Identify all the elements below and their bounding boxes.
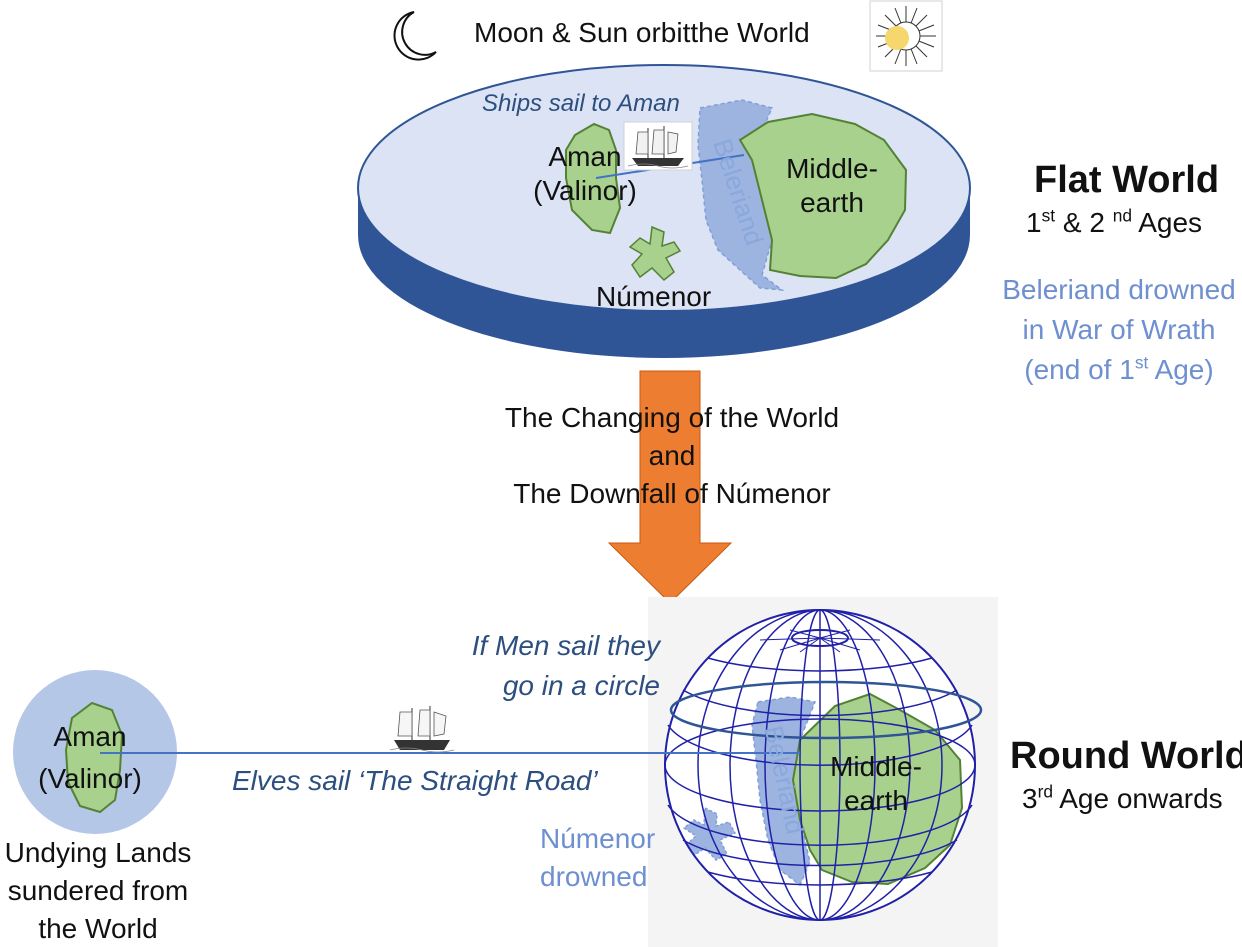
numenor-drowned-line2: drowned [540, 861, 648, 892]
numenor-drowned-line1: Númenor [540, 823, 656, 854]
drowned-note-line3: (end of 1st Age) [994, 350, 1242, 390]
drowned-note-line3-post: Age) [1148, 354, 1214, 385]
round-world-ages: 3rd Age onwards [1022, 782, 1223, 816]
drowned-note-line3-sup: st [1134, 352, 1149, 373]
straight-road-label: Elves sail ‘The Straight Road’ [232, 765, 598, 796]
undying-line2: sundered from [7, 875, 189, 906]
round-world-title: Round World [1010, 735, 1242, 777]
middle-earth-shape-round [791, 692, 964, 886]
flat-world-ages: 1st & 2 nd Ages [1026, 206, 1202, 240]
circle-route [669, 680, 983, 740]
middle-earth-label-line2: earth [800, 186, 864, 218]
aman-round-line1: Aman [53, 721, 127, 752]
undying-line3: the World [38, 913, 158, 944]
numenor-drowned-label: Númenor drowned [540, 820, 655, 896]
disc-side [358, 188, 970, 358]
ages-connector: & 2 [1055, 207, 1113, 238]
numenor-label-flat: Númenor [596, 281, 712, 312]
round-ages-suffix: rd [1037, 781, 1054, 802]
ages-second-suffix: nd [1112, 205, 1132, 226]
middle-earth-round-line2: earth [844, 784, 908, 816]
aman-round-line2: (Valinor) [38, 763, 142, 794]
middle-earth-shape-flat [738, 112, 908, 280]
aman-label-flat: Aman (Valinor) [520, 140, 650, 207]
changing-caption: The Changing of the World and The Downfa… [472, 399, 872, 513]
middle-earth-round-line1: Middle- [830, 751, 922, 782]
valinor-label-line: (Valinor) [533, 174, 637, 206]
round-ages-ending: Age onwards [1053, 783, 1223, 814]
middle-earth-label-round: Middle- earth [818, 750, 934, 817]
ages-first-suffix: st [1041, 205, 1056, 226]
crescent-moon-icon [386, 4, 440, 68]
ships-sail-label: Ships sail to Aman [482, 90, 680, 117]
beleriand-shape-flat [697, 99, 785, 291]
flat-world-title: Flat World [1034, 159, 1220, 201]
aman-label-line: Aman [548, 141, 622, 172]
aman-shape-flat [565, 122, 622, 235]
orbit-caption: Moon & Sun orbitthe World [474, 17, 810, 48]
round-ages-number: 3 [1022, 783, 1038, 814]
changing-line3: The Downfall of Númenor [513, 478, 831, 509]
changing-arrow [607, 370, 733, 604]
sun-icon [869, 0, 943, 72]
drowned-note-line3-pre: (end of 1 [1024, 354, 1135, 385]
ages-ending: Ages [1132, 207, 1203, 238]
men-sail-note: If Men sail they go in a circle [472, 626, 660, 706]
aman-shape-round [64, 701, 124, 814]
sailing-ship-icon [389, 706, 455, 753]
drowned-note-line1: Beleriand drowned [1002, 274, 1236, 305]
sailing-ship-icon [623, 121, 693, 171]
middle-earth-label-line1: Middle- [786, 153, 878, 184]
undying-line1: Undying Lands [4, 837, 192, 868]
beleriand-drowned-note: Beleriand drowned in War of Wrath (end o… [994, 270, 1242, 390]
drowned-note-line2: in War of Wrath [1022, 314, 1216, 345]
men-sail-line1: If Men sail they [471, 630, 660, 661]
globe-grid [664, 609, 976, 921]
middle-earth-label-flat: Middle- earth [772, 152, 892, 219]
changing-line1: The Changing of the World [504, 402, 840, 433]
aman-label-round: Aman (Valinor) [20, 716, 160, 800]
undying-lands-caption: Undying Lands sundered from the World [0, 834, 196, 947]
ages-first-number: 1 [1026, 207, 1042, 238]
men-sail-line2: go in a circle [502, 670, 660, 701]
changing-line2: and [648, 440, 696, 471]
numenor-shape-flat [628, 225, 682, 282]
